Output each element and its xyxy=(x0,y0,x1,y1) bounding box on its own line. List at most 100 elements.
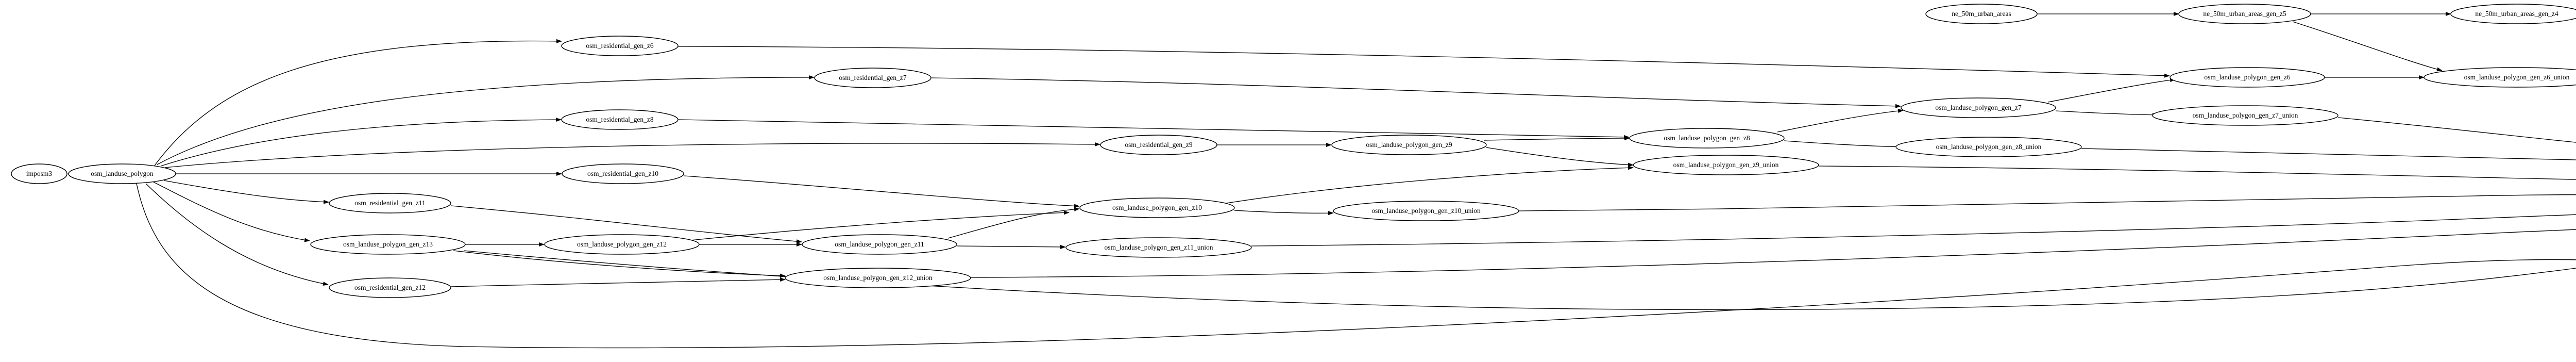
edge-line xyxy=(677,119,1630,139)
edge-line xyxy=(163,180,329,204)
edge-line xyxy=(1234,210,1334,216)
node-shape xyxy=(561,36,679,56)
node-shape xyxy=(1901,97,2056,118)
edge-line xyxy=(453,250,786,278)
edge-line xyxy=(970,229,2576,278)
node-label: osm_landuse_polygon_gen_z8 xyxy=(1664,134,1750,142)
graph-edge xyxy=(1486,147,1634,167)
edge-line xyxy=(136,183,2576,349)
graph-edge xyxy=(1251,214,2576,246)
node-shape xyxy=(544,234,700,255)
graph-node-osm_landuse_polygon_gen_z9[interactable]: osm_landuse_polygon_gen_z9 xyxy=(1331,135,1487,155)
edge-line xyxy=(956,244,1066,249)
graph-node-osm_landuse_polygon_gen_z11[interactable]: osm_landuse_polygon_gen_z11 xyxy=(802,234,957,255)
edge-line xyxy=(164,142,1100,168)
edge-line xyxy=(947,207,1080,239)
edge-line xyxy=(930,77,1901,108)
edge-line xyxy=(1777,109,1904,133)
graph-edge xyxy=(160,118,562,167)
graph-node-osm_residential_gen_z8[interactable]: osm_residential_gen_z8 xyxy=(561,109,679,130)
node-label: osm_landuse_polygon_gen_z12 xyxy=(577,240,667,248)
node-shape xyxy=(2424,67,2576,88)
edge-line xyxy=(450,277,786,287)
graph-edge xyxy=(956,244,1066,249)
graph-edge xyxy=(677,119,1630,139)
graph-edge xyxy=(2337,117,2576,143)
node-label: osm_landuse_polygon_gen_z9_union xyxy=(1673,161,1779,169)
graph-edge xyxy=(450,205,802,244)
node-shape xyxy=(310,234,466,255)
graph-node-ne_50m_urban_areas[interactable]: ne_50m_urban_areas xyxy=(1925,4,2038,24)
graph-node-osm_residential_gen_z12[interactable]: osm_residential_gen_z12 xyxy=(329,277,451,298)
graph-edge xyxy=(1518,194,2576,211)
graph-node-ne_50m_urban_areas_gen_z4[interactable]: ne_50m_urban_areas_gen_z4 xyxy=(2450,4,2576,24)
edge-line xyxy=(1226,166,1634,204)
node-label: osm_residential_gen_z6 xyxy=(586,42,653,50)
edge-line xyxy=(157,75,815,165)
edge-line xyxy=(677,46,2170,78)
edge-line xyxy=(145,183,329,286)
graph-edge xyxy=(145,183,329,286)
node-label: ne_50m_urban_areas_gen_z5 xyxy=(2203,10,2286,18)
edge-line xyxy=(2047,78,2176,103)
node-shape xyxy=(2170,67,2325,88)
node-shape xyxy=(68,163,176,184)
graph-node-osm_residential_gen_z10[interactable]: osm_residential_gen_z10 xyxy=(562,163,684,184)
edge-line xyxy=(2081,148,2576,160)
graph-node-osm_landuse_polygon_gen_z9_union[interactable]: osm_landuse_polygon_gen_z9_union xyxy=(1633,155,1819,175)
edge-line xyxy=(154,39,562,166)
edge-line xyxy=(1518,194,2576,211)
graph-node-osm_landuse_polygon_gen_z6_union[interactable]: osm_landuse_polygon_gen_z6_union xyxy=(2424,67,2576,88)
graph-node-osm_landuse_polygon_gen_z13[interactable]: osm_landuse_polygon_gen_z13 xyxy=(310,234,466,255)
node-shape xyxy=(1629,128,1785,149)
graph-node-osm_residential_gen_z7[interactable]: osm_residential_gen_z7 xyxy=(814,68,931,88)
node-shape xyxy=(2178,4,2311,24)
node-shape xyxy=(1065,237,1252,258)
graph-node-osm_landuse_polygon_gen_z7[interactable]: osm_landuse_polygon_gen_z7 xyxy=(1901,97,2056,118)
graph-node-osm_landuse_polygon[interactable]: osm_landuse_polygon xyxy=(68,163,176,184)
node-label: osm_landuse_polygon_gen_z10 xyxy=(1112,204,1202,211)
node-label: osm_residential_gen_z7 xyxy=(839,74,906,81)
graph-node-osm_residential_gen_z9[interactable]: osm_residential_gen_z9 xyxy=(1100,135,1217,155)
graph-edge xyxy=(970,229,2576,278)
graph-edge xyxy=(463,250,2576,310)
graph-node-osm_residential_gen_z6[interactable]: osm_residential_gen_z6 xyxy=(561,36,679,56)
graph-edge xyxy=(453,250,786,278)
graph-edge xyxy=(2081,148,2576,160)
node-shape xyxy=(562,163,684,184)
node-shape xyxy=(1100,135,1217,155)
graph-node-osm_landuse_polygon_gen_z6[interactable]: osm_landuse_polygon_gen_z6 xyxy=(2170,67,2325,88)
graph-edge xyxy=(2292,21,2443,72)
node-label: osm_landuse_polygon_gen_z10_union xyxy=(1371,207,1481,215)
graph-edge xyxy=(1818,166,2576,180)
node-shape xyxy=(1331,135,1487,155)
graph-node-osm_landuse_polygon_gen_z8[interactable]: osm_landuse_polygon_gen_z8 xyxy=(1629,128,1785,149)
graph-node-osm_landuse_polygon_gen_z12_union[interactable]: osm_landuse_polygon_gen_z12_union xyxy=(785,268,971,288)
node-label: osm_residential_gen_z12 xyxy=(354,284,426,291)
graph-edge xyxy=(1777,109,1904,133)
node-shape xyxy=(1895,137,2082,157)
edge-line xyxy=(1784,140,1910,149)
edge-line xyxy=(463,250,2576,310)
graph-node-ne_50m_urban_areas_gen_z5[interactable]: ne_50m_urban_areas_gen_z5 xyxy=(2178,4,2311,24)
node-shape xyxy=(2450,4,2576,24)
graph-node-osm_landuse_polygon_gen_z7_union[interactable]: osm_landuse_polygon_gen_z7_union xyxy=(2152,105,2338,126)
graph-node-imposm3[interactable]: imposm3 xyxy=(11,163,67,184)
graph-edge xyxy=(163,180,329,204)
node-shape xyxy=(785,268,971,288)
edge-line xyxy=(2337,117,2576,143)
graph-node-osm_landuse_polygon_gen_z11_union[interactable]: osm_landuse_polygon_gen_z11_union xyxy=(1065,237,1252,258)
node-label: osm_landuse_polygon_gen_z12_union xyxy=(823,274,933,282)
graph-node-osm_landuse_polygon_gen_z10_union[interactable]: osm_landuse_polygon_gen_z10_union xyxy=(1333,201,1519,221)
edge-line xyxy=(1818,166,2576,180)
edge-line xyxy=(2292,21,2443,72)
node-label: osm_landuse_polygon_gen_z6 xyxy=(2204,73,2290,81)
node-label: osm_landuse_polygon xyxy=(91,170,154,177)
node-shape xyxy=(329,193,451,213)
graph-node-osm_landuse_polygon_gen_z10[interactable]: osm_landuse_polygon_gen_z10 xyxy=(1079,198,1235,218)
graph-node-osm_landuse_polygon_gen_z12[interactable]: osm_landuse_polygon_gen_z12 xyxy=(544,234,700,255)
edge-line xyxy=(2055,110,2158,117)
graph-node-osm_residential_gen_z11[interactable]: osm_residential_gen_z11 xyxy=(329,193,451,213)
graph-node-osm_landuse_polygon_gen_z8_union[interactable]: osm_landuse_polygon_gen_z8_union xyxy=(1895,137,2082,157)
